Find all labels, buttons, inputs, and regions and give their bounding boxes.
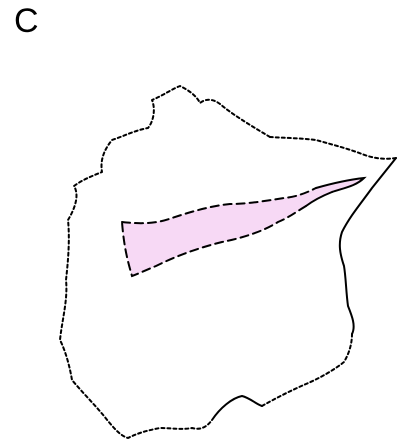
cell-outline-solid-bottom	[212, 396, 262, 420]
cell-outline-dotted-left	[60, 86, 270, 438]
cell-outline-dotted-top-right	[270, 137, 396, 159]
cell-outline-dotted-bottom-right	[262, 334, 352, 406]
inner-region	[122, 178, 364, 276]
inner-region-fill	[122, 178, 364, 276]
cell-outline	[60, 86, 396, 438]
